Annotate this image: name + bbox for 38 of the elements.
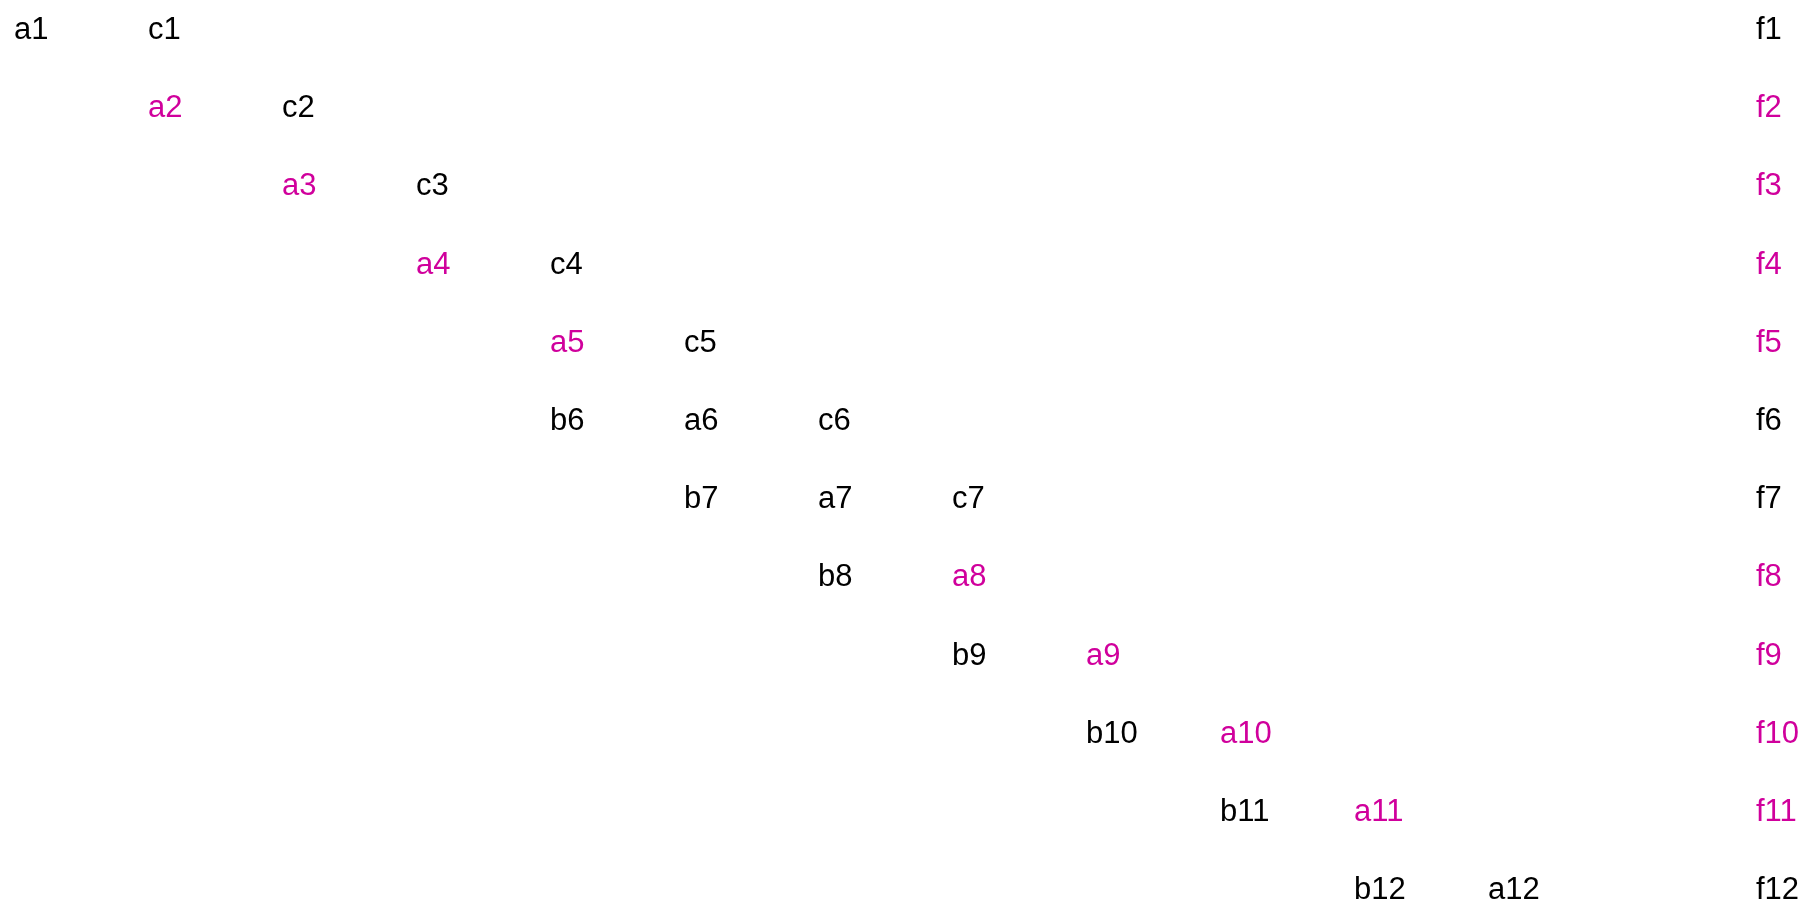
grid-text: c7: [952, 480, 985, 517]
grid-text: c4: [550, 245, 583, 282]
grid-text: a12: [1488, 871, 1540, 904]
grid-text: a9: [1086, 636, 1121, 673]
grid-text: b8: [818, 558, 853, 595]
grid-text: c5: [684, 323, 717, 360]
grid-text: f5: [1756, 323, 1782, 360]
grid-text: c6: [818, 402, 851, 438]
grid-text: b9: [952, 636, 987, 673]
grid-text: a5: [550, 323, 585, 360]
grid-text: a1: [14, 11, 49, 47]
grid-text: b6: [550, 402, 585, 438]
grid-text: a3: [282, 167, 317, 204]
grid-text: f10: [1756, 714, 1800, 751]
grid-text: b12: [1354, 871, 1406, 904]
grid-text: a10: [1220, 714, 1272, 751]
grid-text: f4: [1756, 245, 1782, 282]
grid-text: b10: [1086, 714, 1138, 751]
grid-text: c1: [148, 11, 181, 47]
grid-text: a6: [684, 402, 719, 438]
grid-text: f3: [1756, 167, 1782, 204]
grid-text: a4: [416, 245, 451, 282]
grid-text: f7: [1756, 480, 1782, 517]
grid-text: a8: [952, 558, 987, 595]
grid-text: f1: [1756, 11, 1782, 47]
grid-text: f12: [1756, 871, 1800, 904]
grid-text: f9: [1756, 636, 1782, 673]
grid-text: f11: [1756, 793, 1797, 829]
grid-text: a2: [148, 89, 183, 126]
grid-text: c2: [282, 89, 315, 126]
grid-text: f6: [1756, 402, 1782, 438]
grid-text: f2: [1756, 89, 1782, 126]
grid-text: a11: [1354, 793, 1404, 829]
grid-text: a7: [818, 480, 853, 517]
grid-text: b7: [684, 480, 719, 517]
grid-text: c3: [416, 167, 449, 204]
grid-text: b11: [1220, 793, 1270, 829]
grid-text: f8: [1756, 558, 1782, 595]
